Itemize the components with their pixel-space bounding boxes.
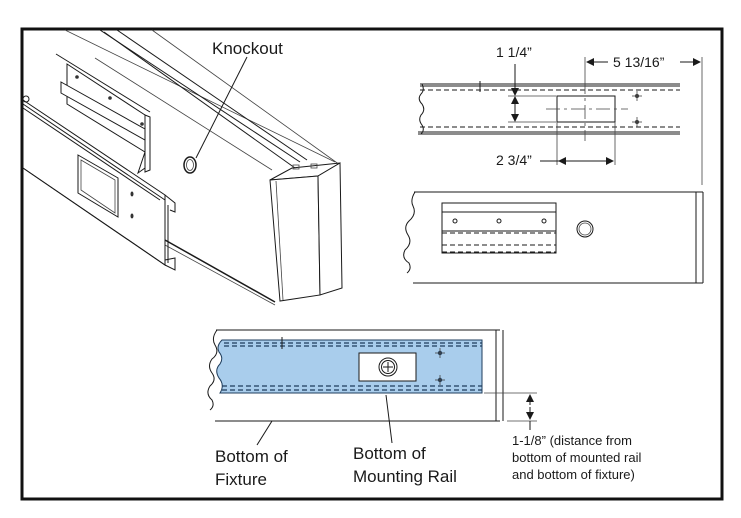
mounting-rail bbox=[216, 339, 483, 394]
knockout-hole-side bbox=[576, 220, 594, 238]
dim-2-3-4-label: 2 3/4” bbox=[496, 152, 532, 168]
lower-channel bbox=[22, 95, 176, 271]
bottom-of-fixture-label-2: Fixture bbox=[215, 470, 267, 489]
mount-hole bbox=[632, 91, 642, 101]
mount-hole bbox=[632, 117, 642, 127]
rail-plan-view: 1 1/4” 5 13/16” 2 3/4” bbox=[418, 44, 703, 185]
bottom-of-rail-label-1: Bottom of bbox=[353, 444, 426, 463]
mounting-bracket bbox=[441, 202, 557, 254]
installed-rail-view: Bottom of Fixture Bottom of Mounting Rai… bbox=[207, 329, 641, 489]
mount-hole bbox=[435, 375, 445, 385]
knockout-label: Knockout bbox=[212, 39, 283, 58]
mount-hole bbox=[435, 348, 445, 358]
offset-note-line-3: and bottom of fixture) bbox=[512, 467, 635, 482]
dim-1-1-4-label: 1 1/4” bbox=[496, 44, 532, 60]
isometric-view: Knockout bbox=[22, 29, 343, 306]
bottom-of-fixture-label-1: Bottom of bbox=[215, 447, 288, 466]
dim-5-13-16-label: 5 13/16” bbox=[613, 54, 665, 70]
screw-icon bbox=[378, 357, 398, 377]
offset-note-line-2: bottom of mounted rail bbox=[512, 450, 641, 465]
fixture-side-view bbox=[403, 191, 704, 284]
bottom-of-rail-label-2: Mounting Rail bbox=[353, 467, 457, 486]
upper-bracket bbox=[55, 53, 151, 175]
end-cap bbox=[269, 162, 343, 302]
outer-frame bbox=[20, 27, 724, 501]
offset-note-line-1: 1-1/8” (distance from bbox=[512, 433, 632, 448]
knockout-hole bbox=[183, 156, 197, 174]
